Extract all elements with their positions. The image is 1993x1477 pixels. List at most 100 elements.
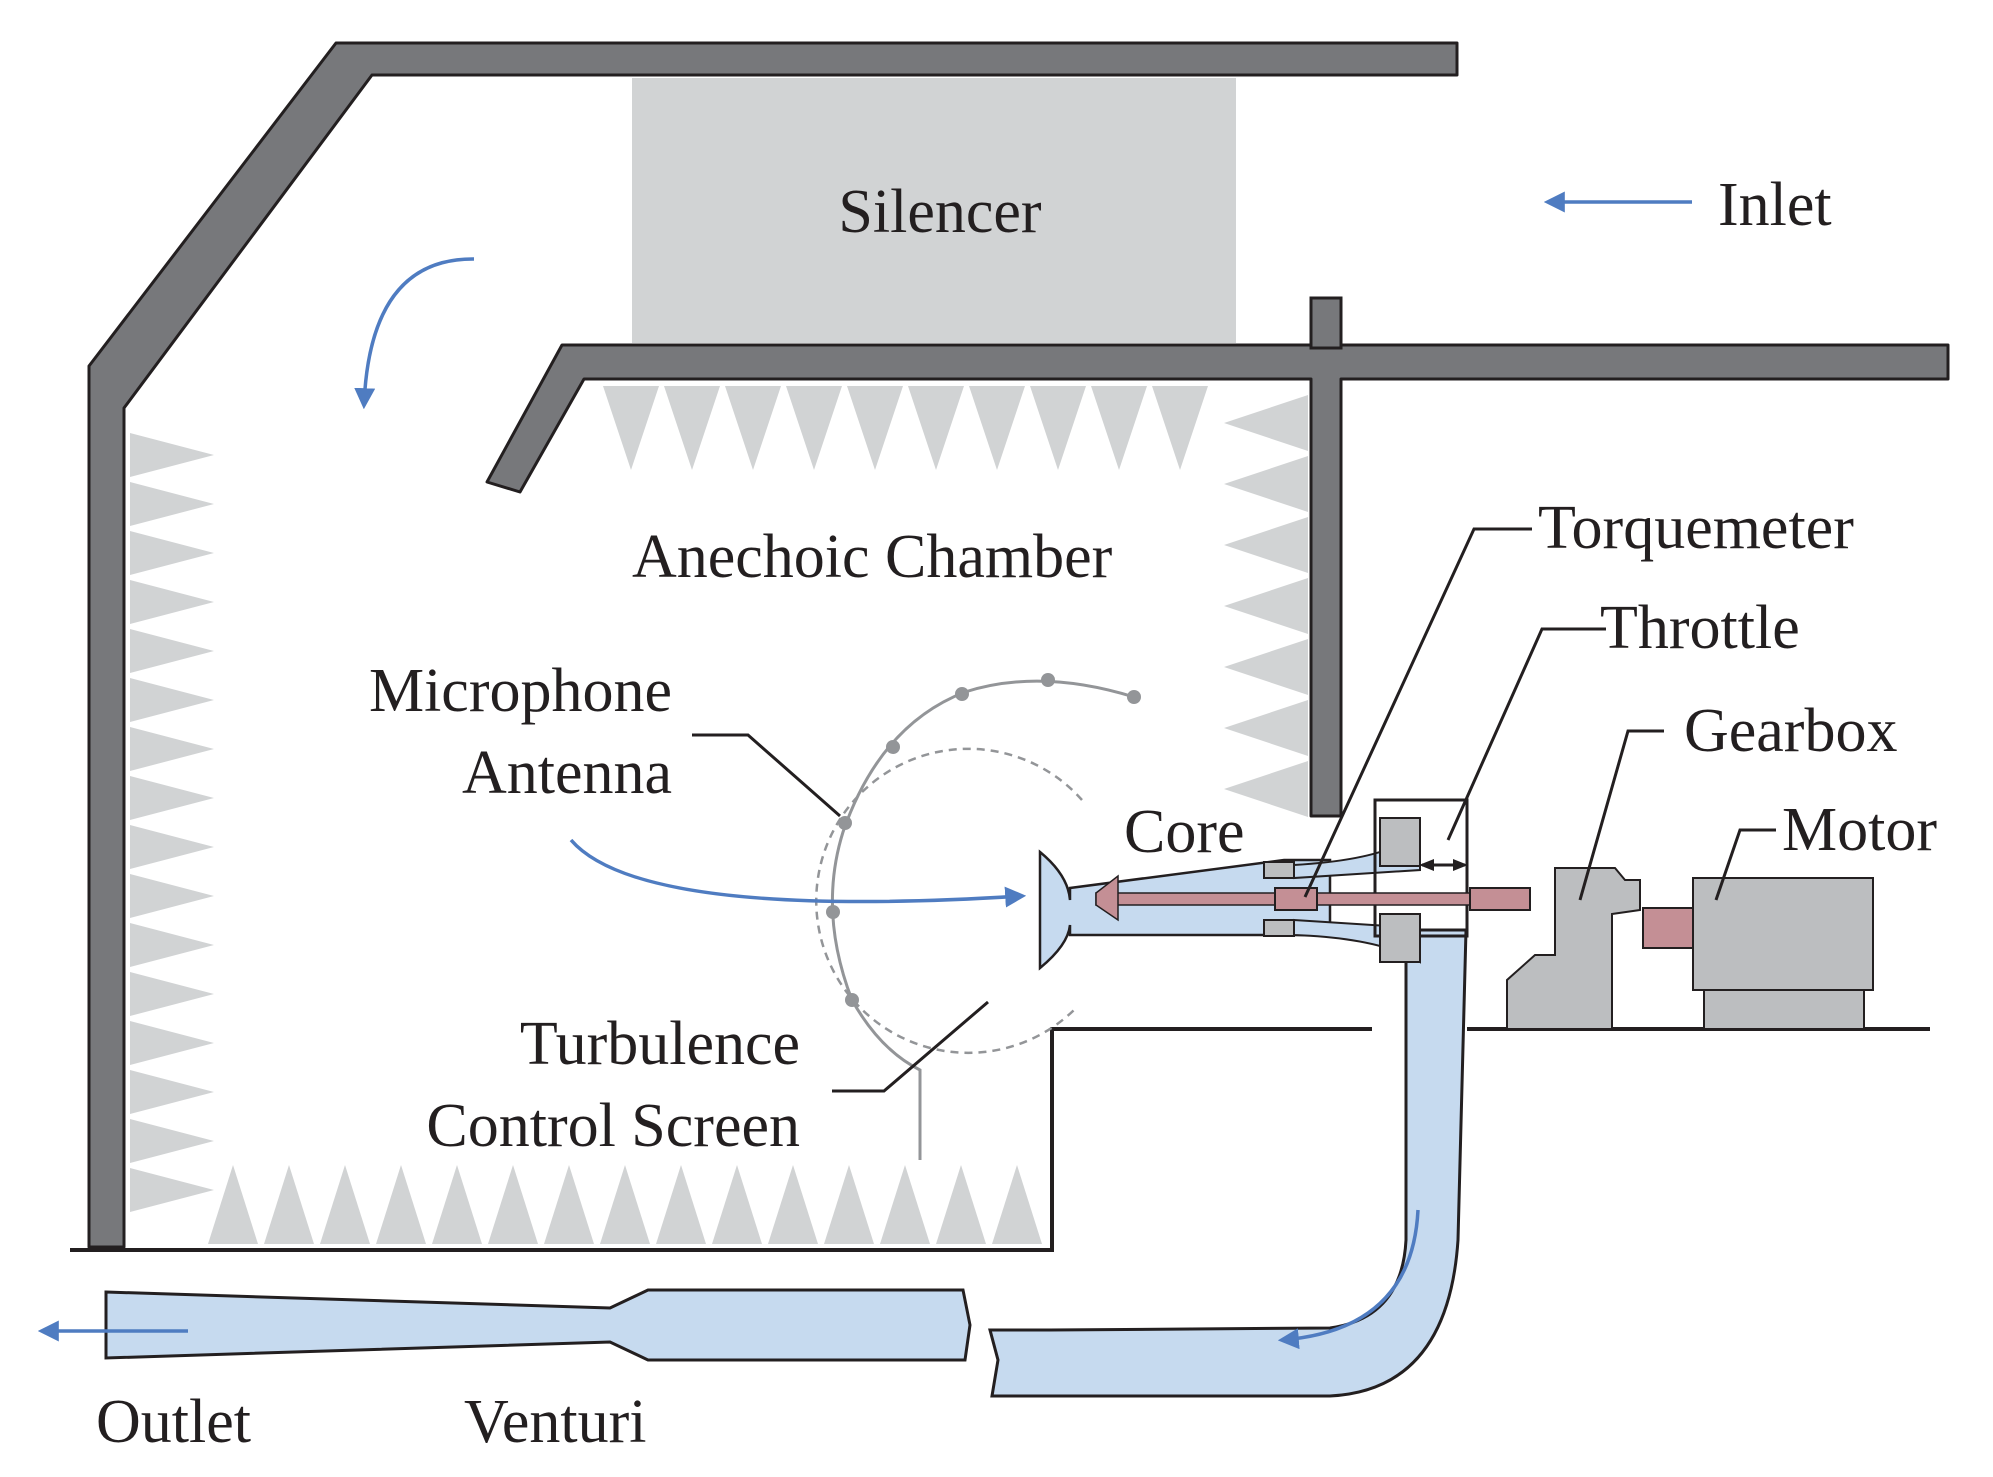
anechoic-chamber-label: Anechoic Chamber	[632, 523, 1113, 591]
core-spinner	[1095, 874, 1119, 922]
wedge-left	[130, 1168, 214, 1212]
core-label: Core	[1124, 798, 1245, 866]
wedge-top	[1091, 386, 1147, 470]
wedge-bottom	[768, 1165, 818, 1244]
microphone-label: Microphone	[369, 657, 672, 725]
wedge-bottom	[992, 1165, 1042, 1244]
microphone-dot	[845, 993, 859, 1007]
wedge-bottom	[880, 1165, 930, 1244]
microphone-leader	[692, 733, 841, 818]
motor-base	[1703, 989, 1865, 1030]
outlet-label: Outlet	[96, 1388, 251, 1456]
wedge-left	[130, 1021, 214, 1065]
coupling-block	[1469, 887, 1531, 911]
wedge-top	[1152, 386, 1208, 470]
wall-post	[1309, 296, 1343, 350]
wedge-top	[725, 386, 781, 470]
microphone-dot	[886, 740, 900, 754]
microphone-dot	[1127, 690, 1141, 704]
venturi-label: Venturi	[464, 1388, 647, 1456]
microphone-dot	[838, 816, 852, 830]
wedge-bottom	[208, 1165, 258, 1244]
torquemeter-block	[1274, 887, 1318, 911]
wedge-right	[1224, 639, 1308, 695]
wedge-right	[1224, 517, 1308, 573]
gearbox	[1506, 867, 1641, 1030]
silencer-block	[632, 78, 1236, 343]
microphone-dot	[1041, 673, 1055, 687]
silencer-label: Silencer	[838, 178, 1041, 246]
torquemeter-leader	[1303, 527, 1532, 898]
motor-label: Motor	[1782, 796, 1937, 864]
flow-arrow-icon	[354, 257, 475, 410]
wedge-right	[1224, 761, 1308, 817]
wedge-top	[1030, 386, 1086, 470]
motor-coupling	[1642, 907, 1694, 949]
wedge-right	[1224, 456, 1308, 512]
chamber-floor	[70, 1027, 1372, 1252]
wedge-bottom	[936, 1165, 986, 1244]
turbulence-control-screen	[815, 747, 1083, 1054]
wedge-bottom	[320, 1165, 370, 1244]
wedge-left	[130, 482, 214, 526]
wedge-left	[130, 1070, 214, 1114]
wedge-bottom	[544, 1165, 594, 1244]
acoustic-wedges	[130, 386, 1308, 1244]
wedge-top	[603, 386, 659, 470]
venturi-duct	[104, 1288, 972, 1362]
flow-arrow-icon	[1277, 1209, 1420, 1350]
turbulence-leader	[832, 1000, 989, 1093]
wedge-right	[1224, 395, 1308, 451]
wedge-top	[847, 386, 903, 470]
wedge-left	[130, 776, 214, 820]
wedge-left	[130, 531, 214, 575]
wedge-right	[1224, 700, 1308, 756]
control-screen-label: Control Screen	[426, 1092, 800, 1160]
wedge-bottom	[376, 1165, 426, 1244]
wedge-top	[664, 386, 720, 470]
torquemeter-label: Torquemeter	[1538, 494, 1854, 562]
outer-wall	[87, 41, 1459, 1249]
microphone-dot	[826, 905, 840, 919]
exhaust-duct	[988, 928, 1468, 1398]
motor-leader	[1714, 828, 1776, 901]
core-casing-top	[1263, 861, 1295, 879]
wedge-left	[130, 972, 214, 1016]
core-casing-bottom	[1263, 919, 1295, 937]
wedge-bottom	[712, 1165, 762, 1244]
wedge-left	[130, 923, 214, 967]
wedge-left	[130, 1119, 214, 1163]
gearbox-leader	[1578, 729, 1664, 901]
wedge-left	[130, 825, 214, 869]
wedge-bottom	[656, 1165, 706, 1244]
wedge-bottom	[432, 1165, 482, 1244]
wedge-top	[969, 386, 1025, 470]
wedge-bottom	[264, 1165, 314, 1244]
wedge-left	[130, 874, 214, 918]
wedge-top	[786, 386, 842, 470]
wedge-right	[1224, 578, 1308, 634]
throttle-label: Throttle	[1600, 594, 1800, 662]
flow-arrow-icon	[569, 838, 1027, 908]
throttle-leader	[1446, 627, 1606, 841]
wedge-left	[130, 629, 214, 673]
wedge-left	[130, 433, 214, 477]
microphone-dot	[955, 687, 969, 701]
throttle-block-bottom	[1379, 913, 1421, 963]
wedge-left	[130, 678, 214, 722]
wedge-bottom	[600, 1165, 650, 1244]
throttle-block-top	[1379, 817, 1421, 867]
wedge-bottom	[824, 1165, 874, 1244]
wedge-top	[908, 386, 964, 470]
microphone-set	[826, 673, 1141, 1007]
wedge-bottom	[488, 1165, 538, 1244]
wedge-left	[130, 580, 214, 624]
gearbox-label: Gearbox	[1684, 697, 1897, 765]
wedge-left	[130, 727, 214, 771]
motor	[1692, 877, 1874, 991]
inlet-label: Inlet	[1718, 171, 1832, 239]
turbulence-label: Turbulence	[520, 1010, 800, 1078]
antenna-label: Antenna	[462, 739, 672, 807]
